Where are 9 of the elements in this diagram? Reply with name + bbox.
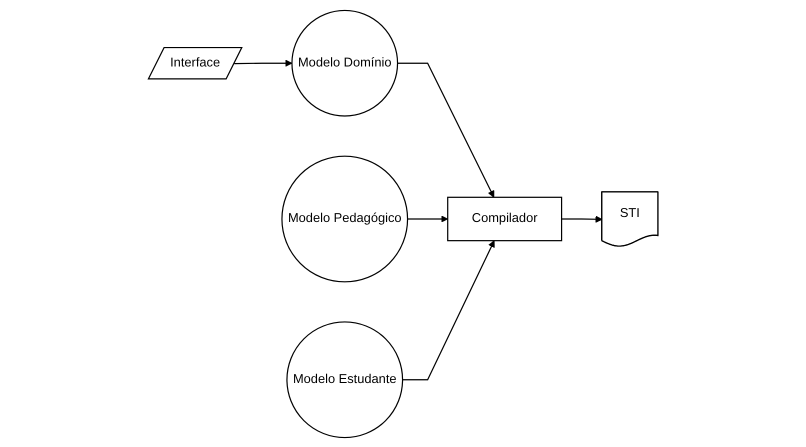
arrow xyxy=(561,215,602,222)
node-circle: Modelo Domínio xyxy=(291,9,398,116)
arrow xyxy=(407,214,448,222)
node-circle: Modelo Estudante xyxy=(286,320,403,438)
node-circle: Modelo Pedagógico xyxy=(281,155,408,282)
arrow xyxy=(397,62,494,198)
arrow xyxy=(402,240,495,380)
node-box: Compilador xyxy=(446,196,562,241)
arrow xyxy=(234,59,292,66)
